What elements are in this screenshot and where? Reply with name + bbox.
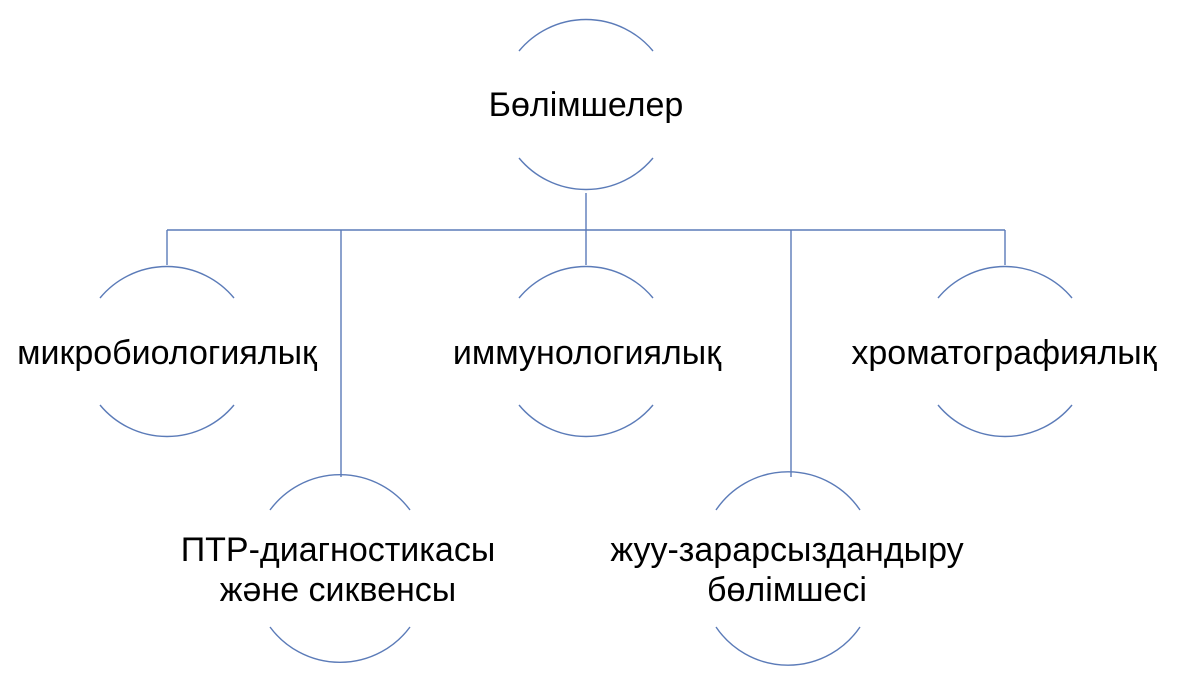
child-node-immunology: иммунологиялық [453, 265, 722, 438]
immunology-bottom-arc [518, 404, 654, 438]
child-node-pcr: ПТР-диагностикасы және сиквенсы [181, 474, 496, 663]
root-node-top-arc [518, 18, 654, 52]
chromatography-label: хроматографиялық [851, 334, 1157, 372]
microbiology-bottom-arc [99, 404, 235, 438]
pcr-label-line1: ПТР-диагностикасы [181, 531, 496, 569]
microbiology-label: микробиологиялық [17, 334, 318, 372]
microbiology-top-arc [99, 265, 235, 299]
washing-label-line1: жуу-зарарсыздандыру [610, 531, 963, 569]
chromatography-bottom-arc [937, 404, 1073, 438]
chromatography-top-arc [937, 265, 1073, 299]
pcr-label-line2: және сиквенсы [220, 571, 456, 609]
root-node-bottom-arc [518, 157, 654, 191]
washing-top-arc [715, 471, 861, 511]
washing-label-line2: бөлімшесі [707, 571, 867, 609]
washing-bottom-arc [715, 626, 861, 666]
pcr-bottom-arc [269, 626, 411, 663]
child-node-chromatography: хроматографиялық [851, 265, 1158, 438]
connectors [166, 193, 1006, 477]
child-node-washing: жуу-зарарсыздандыру бөлімшесі [610, 471, 964, 666]
immunology-label: иммунологиялық [453, 334, 722, 372]
immunology-top-arc [518, 265, 654, 299]
child-node-microbiology: микробиологиялық [17, 265, 318, 438]
root-node-label: Бөлімшелер [489, 86, 684, 124]
pcr-top-arc [269, 474, 411, 511]
root-node: Бөлімшелер [489, 18, 684, 191]
